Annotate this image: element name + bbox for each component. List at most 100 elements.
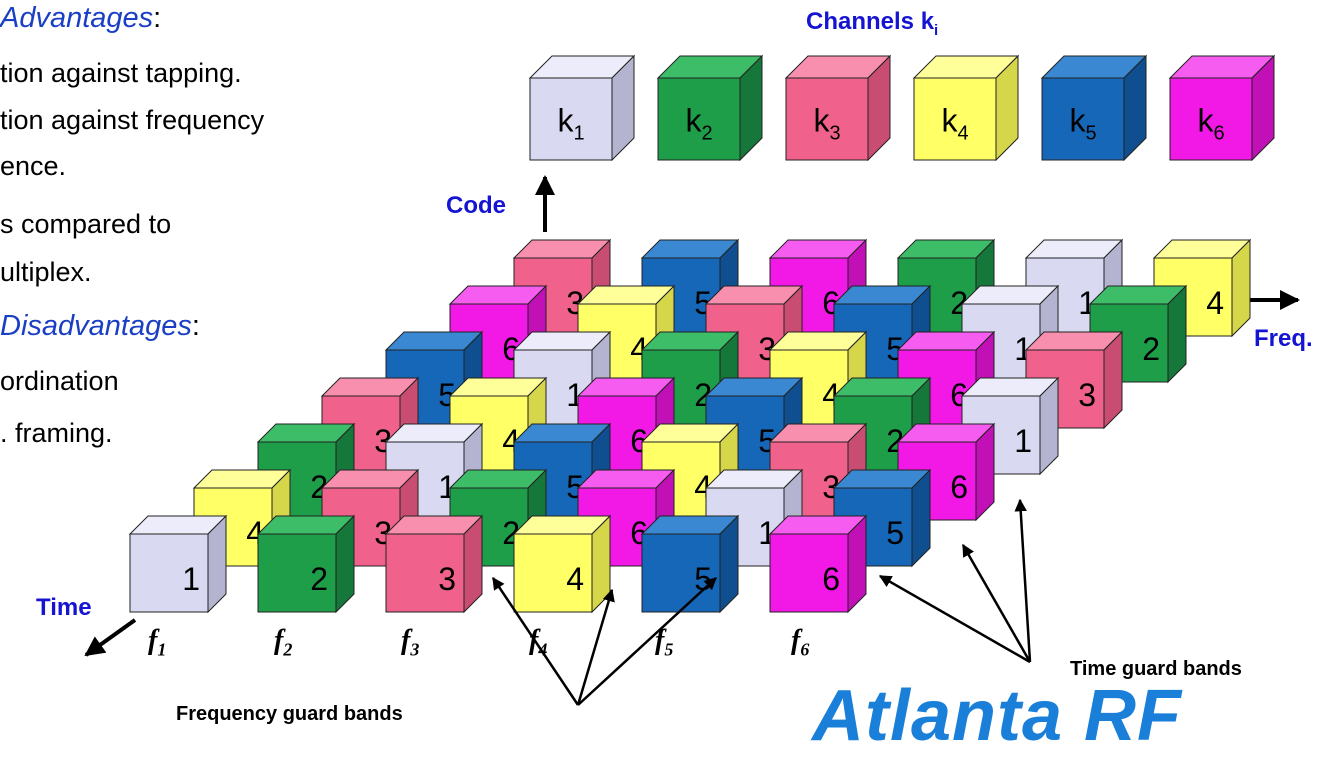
- grid-cube-r6-c5: 4: [1152, 238, 1252, 338]
- grid-cube-label-r0-c3: 4: [566, 561, 584, 597]
- grid-cube-r0-c3-front: [513, 533, 593, 613]
- legend-label-k2-sub: 2: [701, 122, 712, 144]
- freq-label-f4: f4: [529, 625, 547, 661]
- legend-cube-k4: k4: [912, 54, 1020, 162]
- frequency-guard-arrow-1: [491, 576, 580, 706]
- legend-title-sub: i: [934, 21, 939, 39]
- legend-label-k5: k5: [1069, 102, 1096, 144]
- advantages-line-2: tion against frequency: [0, 105, 265, 135]
- legend-cube-k4-front: [913, 77, 997, 161]
- legend-title: Channels ki: [806, 8, 938, 39]
- grid-cube-r0-c2-front: [385, 533, 465, 613]
- advantages-line-1: tion against tapping.: [0, 58, 242, 88]
- legend-cube-k2: k2: [656, 54, 764, 162]
- freq-label-f3: f3: [401, 625, 419, 661]
- freq-label-f4-base: f: [529, 625, 539, 656]
- time-guard-arrow-3: [1014, 498, 1032, 663]
- freq-label-f2: f2: [274, 625, 292, 661]
- time-guard-arrow-1: [878, 574, 1031, 664]
- frequency-guard-arrow-2: [576, 588, 615, 706]
- freq-label-f3-sub: 3: [410, 639, 420, 660]
- grid-cube-r4-c5: 3: [1024, 330, 1124, 430]
- grid-cube-r0-c4-front: [641, 533, 721, 613]
- brand-watermark: Atlanta RF: [812, 676, 1182, 756]
- grid-cube-label-r2-c5: 6: [950, 469, 968, 505]
- grid-cube-r0-c3: 4: [512, 514, 612, 614]
- legend-label-k3-sub: 3: [829, 122, 840, 144]
- legend-cube-k5: k5: [1040, 54, 1148, 162]
- freq-label-f6-base: f: [791, 625, 801, 656]
- legend-label-k6-base: k: [1197, 102, 1214, 138]
- legend-label-k5-sub: 5: [1085, 122, 1096, 144]
- legend-cube-k1-front: [529, 77, 613, 161]
- grid-cube-label-r0-c0: 1: [182, 561, 200, 597]
- legend-cube-k5-front: [1041, 77, 1125, 161]
- code-axis-label: Code: [446, 192, 506, 219]
- grid-cube-label-r1-c5: 5: [886, 515, 904, 551]
- legend-cube-k3-front: [785, 77, 869, 161]
- legend-title-text: Channels k: [806, 8, 935, 35]
- time-axis-label: Time: [36, 594, 92, 621]
- freq-label-f4-sub: 4: [538, 639, 548, 660]
- advantages-line-4: s compared to: [0, 209, 172, 239]
- grid-cube-label-r4-c5: 3: [1078, 377, 1096, 413]
- legend-label-k4-base: k: [941, 102, 958, 138]
- legend-label-k2-base: k: [685, 102, 702, 138]
- legend-label-k4-sub: 4: [957, 122, 968, 144]
- freq-label-f5: f5: [655, 625, 673, 661]
- grid-cube-r0-c2: 3: [384, 514, 484, 614]
- freq-label-f1: f1: [148, 625, 166, 661]
- advantages-heading-word: Advantages: [0, 2, 154, 34]
- legend-label-k1-sub: 1: [573, 122, 584, 144]
- frequency-guard-bands-label: Frequency guard bands: [176, 703, 403, 725]
- freq-label-f5-sub: 5: [664, 639, 674, 660]
- freq-label-f3-base: f: [401, 625, 411, 656]
- legend-cube-k6: k6: [1168, 54, 1276, 162]
- fdm-tdm-cube-diagram: 4126532153463642151256436345125162346543…: [84, 54, 1300, 706]
- advantages-line-3: ence.: [0, 151, 67, 181]
- time-axis-arrow: [84, 618, 137, 657]
- grid-cube-label-r6-c5: 4: [1206, 285, 1224, 321]
- grid-cube-label-r5-c5: 2: [1142, 331, 1160, 367]
- grid-cube-label-r3-c5: 1: [1014, 423, 1032, 459]
- freq-label-f2-base: f: [274, 625, 284, 656]
- freq-label-f2-sub: 2: [283, 639, 293, 660]
- legend-label-k6: k6: [1197, 102, 1224, 144]
- disadvantages-colon: :: [191, 310, 200, 342]
- frequency-guard-arrow-3: [577, 577, 717, 706]
- time-guard-arrow-2: [961, 543, 1032, 663]
- legend-cube-k2-front: [657, 77, 741, 161]
- freq-label-f6-sub: 6: [800, 639, 810, 660]
- advantages-line-5: ultiplex.: [0, 257, 92, 287]
- legend-label-k4: k4: [941, 102, 968, 144]
- grid-cube-r0-c5: 6: [768, 514, 868, 614]
- disadvantages-line-2: . framing.: [0, 418, 113, 448]
- legend-cube-k3: k3: [784, 54, 892, 162]
- advantages-heading: Advantages:: [0, 2, 161, 35]
- legend-label-k5-base: k: [1069, 102, 1086, 138]
- disadvantages-heading: Disadvantages:: [0, 310, 200, 343]
- legend-label-k3: k3: [813, 102, 840, 144]
- legend-label-k1-base: k: [557, 102, 574, 138]
- grid-cube-r0-c1: 2: [256, 514, 356, 614]
- disadvantages-line-1: ordination: [0, 366, 119, 396]
- grid-cube-r0-c1-front: [257, 533, 337, 613]
- freq-label-f5-base: f: [655, 625, 665, 656]
- grid-cube-label-r0-c1: 2: [310, 561, 328, 597]
- grid-cube-r0-c0: 1: [128, 514, 228, 614]
- freq-label-f1-sub: 1: [157, 639, 167, 660]
- legend-label-k1: k1: [557, 102, 584, 144]
- advantages-colon: :: [153, 2, 162, 34]
- disadvantages-heading-word: Disadvantages: [0, 310, 192, 342]
- time-guard-bands-label: Time guard bands: [1070, 658, 1242, 680]
- grid-cube-r0-c0-front: [129, 533, 209, 613]
- legend-cube-k1: k1: [528, 54, 636, 162]
- freq-label-f6: f6: [791, 625, 809, 661]
- freq-axis-label: Freq.: [1254, 325, 1313, 352]
- grid-cube-r0-c5-front: [769, 533, 849, 613]
- legend-label-k6-sub: 6: [1213, 122, 1224, 144]
- grid-cube-label-r0-c2: 3: [438, 561, 456, 597]
- grid-cube-r0-c4: 5: [640, 514, 740, 614]
- grid-cube-label-r0-c4: 5: [694, 561, 712, 597]
- legend-label-k2: k2: [685, 102, 712, 144]
